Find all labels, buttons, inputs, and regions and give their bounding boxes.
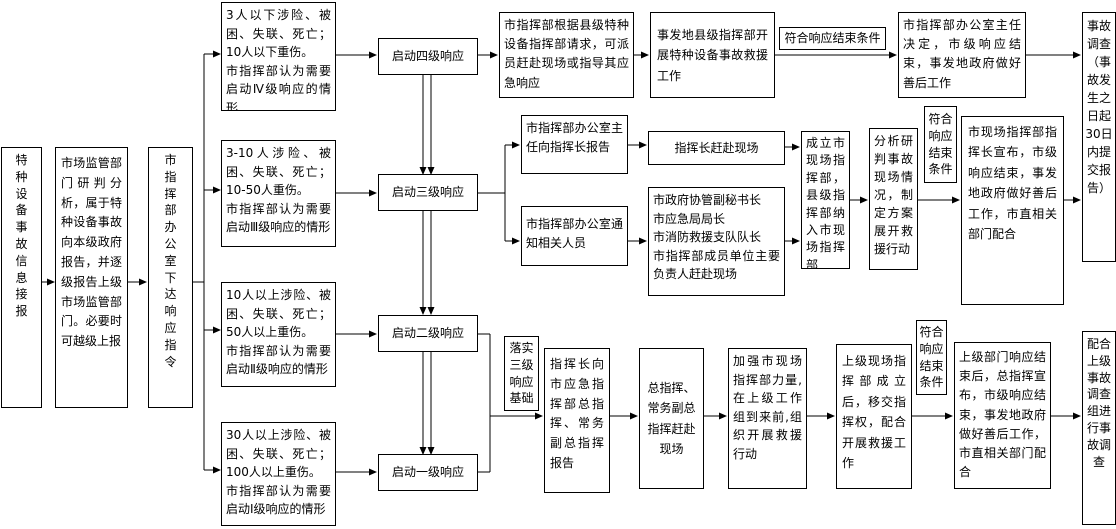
level3-condition-box: 3-10人涉险、被困、失联、死亡；10-50人重伤。 市指挥部认为需要启动Ⅲ级响… xyxy=(221,140,336,247)
start-level2-box: 启动二级响应 xyxy=(378,315,478,352)
level12-basis-box: 落实三级响应基础 xyxy=(504,336,539,411)
investigation-box: 事故调查（事故发生之日起30日内提交报告） xyxy=(1082,12,1116,262)
level3-analyze-box: 分析研判事故现场情况，制定方案展开救援行动 xyxy=(869,128,918,270)
level3-report-box: 市指挥部办公室主任向指挥长报告 xyxy=(521,115,628,174)
level3-end-condition-box: 符合响应结束条件 xyxy=(924,106,957,183)
level3-site-hq-box: 成立市现场指挥部，县级指挥部纳入市现场指挥部 xyxy=(801,131,850,269)
level3-chief-box: 指挥长赶赴现场 xyxy=(648,131,785,165)
level3-staff-box: 市政府协管副秘书长 市应急局局长 市消防救援支队队长 市指挥部成员单位主要负责人… xyxy=(648,187,785,296)
level2-condition-box: 10人以上涉险、被困、失联、死亡；50人以上重伤。 市指挥部认为需要启动Ⅱ级响应… xyxy=(221,282,336,387)
level12-strengthen-box: 加强市现场指挥部力量,在上级工作组到来前,组织开展救援行动 xyxy=(728,348,807,489)
level4-dispatch-box: 市指挥部根据县级特种设备指挥部请求，可派员赶赴现场或指导其应急响应 xyxy=(499,12,634,98)
level1-condition-box: 30人以上涉险、被困、失联、死亡；100人以上重伤。 市指挥部认为需要启动Ⅰ级响… xyxy=(221,422,336,526)
command-office-box: 市 指 挥 部 办 公 室 下 达 响 应 指 令 xyxy=(148,147,193,408)
level12-report-box: 指挥长向市应急指挥部总指挥、常务副总指挥报告 xyxy=(544,348,610,493)
market-dept-box: 市场监管部门研判分析，属于特种设备事故向本级政府报告，并逐级报告上级市场监管部门… xyxy=(55,147,128,408)
level4-county-box: 事发地县级指挥部开展特种设备事故救援工作 xyxy=(650,12,775,98)
level12-assist-box: 配合上级事故调查组进行事故调查 xyxy=(1082,331,1116,525)
level12-end-box: 上级部门响应结束后，总指挥宣布，市级响应结束，事发地政府做好善后工作，市直相关部… xyxy=(954,342,1051,489)
level3-notify-box: 市指挥部办公室通知相关人员 xyxy=(521,206,628,266)
level4-condition-box: 3人以下涉险、被困、失联、死亡；10人以下重伤。 市指挥部认为需要启动Ⅳ级响应的… xyxy=(221,2,336,111)
level12-end-condition-box: 符合响应结束条件 xyxy=(916,320,947,395)
level12-go-box: 总指挥、常务副总指挥赶赴现场 xyxy=(639,348,704,489)
start-level3-box: 启动三级响应 xyxy=(378,174,478,211)
level4-end-condition-box: 符合响应结束条件 xyxy=(779,27,886,50)
start-level4-box: 启动四级响应 xyxy=(378,38,478,75)
start-level1-box: 启动一级响应 xyxy=(378,454,478,491)
report-info-box: 特 种 设 备 事 故 信 息 接 报 xyxy=(1,147,42,408)
level12-upper-box: 上级现场指挥部成立后，移交指挥权，配合开展救援工作 xyxy=(836,344,912,489)
level3-end-box: 市现场指挥部指挥长宣布，市级响应结束，事发地政府做好善后工作，市直相关部门配合 xyxy=(961,116,1064,305)
level4-end-box: 市指挥部办公室主任决定，市级响应结束，事发地政府做好善后工作 xyxy=(898,12,1026,98)
